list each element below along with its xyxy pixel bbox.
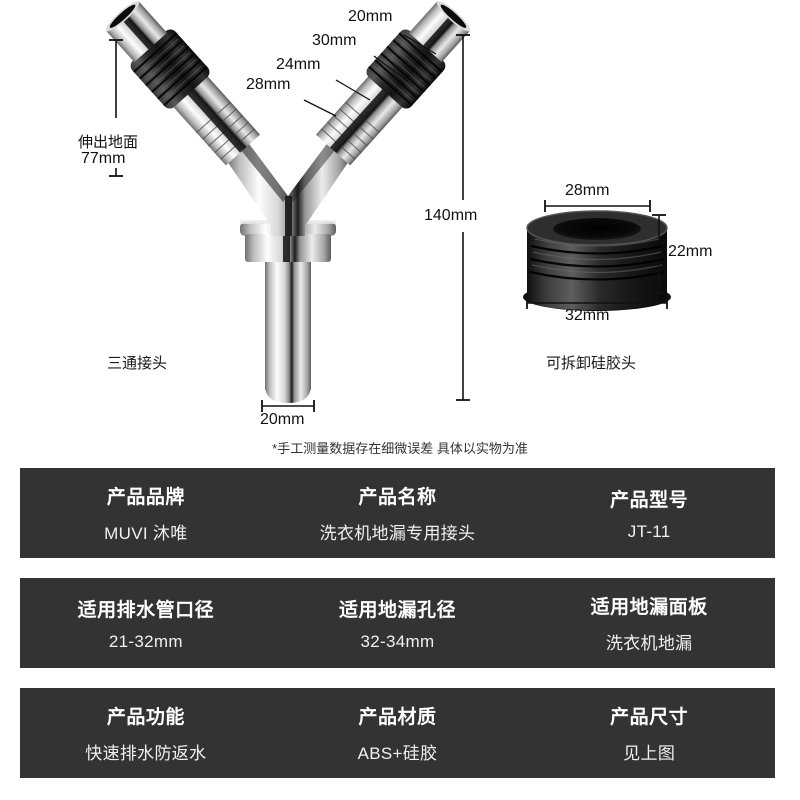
caption-three-way-connector: 三通接头 <box>107 355 168 372</box>
dim-77mm <box>109 39 123 177</box>
spec-value-floor-drain-hole-diameter: 32-34mm <box>360 631 435 651</box>
spec-head-material: 产品材质 <box>358 707 437 728</box>
spec-cell-brand: 产品品牌 MUVI 沐唯 <box>20 482 272 544</box>
spec-head-drain-pipe-diameter: 适用排水管口径 <box>77 599 215 621</box>
dim-28mm-top <box>544 200 651 212</box>
spec-head-size: 产品尺寸 <box>610 707 689 728</box>
dim-label-silicone-32mm: 32mm <box>565 307 610 324</box>
dim-leaders <box>303 34 437 117</box>
spec-cell-drain-pipe-diameter: 适用排水管口径 21-32mm <box>20 595 272 652</box>
measurement-disclaimer-note: *手工测量数据存在细微误差 具体以实物为准 <box>272 441 528 456</box>
dim-label-silicone-22mm: 22mm <box>668 243 713 260</box>
table-row: 产品功能 快速排水防返水 产品材质 ABS+硅胶 产品尺寸 见上图 <box>20 688 775 778</box>
spec-value-size: 见上图 <box>623 744 676 763</box>
spec-cell-name: 产品名称 洗衣机地漏专用接头 <box>272 482 524 544</box>
product-spec-table: 产品品牌 MUVI 沐唯 产品名称 洗衣机地漏专用接头 产品型号 JT-11 适… <box>20 468 775 798</box>
spec-value-brand: MUVI 沐唯 <box>104 524 188 543</box>
dim-label-above-ground-cn: 伸出地面 <box>78 134 139 151</box>
spec-head-floor-drain-panel: 适用地漏面板 <box>590 597 708 618</box>
spec-value-model: JT-11 <box>627 521 671 541</box>
dim-20mm-bottom <box>261 400 315 412</box>
dim-label-20mm-tip: 20mm <box>348 8 393 25</box>
table-row: 适用排水管口径 21-32mm 适用地漏孔径 32-34mm 适用地漏面板 洗衣… <box>20 578 775 668</box>
dim-label-24mm: 24mm <box>276 56 321 73</box>
connector-bottom-stem <box>265 240 311 403</box>
dim-label-140mm: 140mm <box>424 207 478 224</box>
spec-value-floor-drain-panel: 洗衣机地漏 <box>605 634 693 653</box>
spec-cell-material: 产品材质 ABS+硅胶 <box>272 702 524 764</box>
dim-label-30mm: 30mm <box>312 32 357 49</box>
spec-head-name: 产品名称 <box>358 487 437 508</box>
product-dimension-diagram: 20mm 30mm 24mm 28mm 伸出地面 77mm 140mm 20mm… <box>78 1 713 456</box>
spec-value-function: 快速排水防返水 <box>85 744 207 763</box>
spec-cell-function: 产品功能 快速排水防返水 <box>20 702 272 764</box>
spec-head-brand: 产品品牌 <box>106 487 185 508</box>
spec-cell-model: 产品型号 JT-11 <box>523 485 775 542</box>
dimension-lines <box>109 34 668 412</box>
caption-removable-silicone-head: 可拆卸硅胶头 <box>546 355 637 372</box>
spec-cell-floor-drain-panel: 适用地漏面板 洗衣机地漏 <box>523 592 775 654</box>
spec-head-floor-drain-hole-diameter: 适用地漏孔径 <box>339 599 457 621</box>
dim-22mm-height <box>652 214 666 294</box>
connector-right-arm <box>315 1 471 166</box>
spec-cell-floor-drain-hole-diameter: 适用地漏孔径 32-34mm <box>272 595 524 652</box>
spec-value-drain-pipe-diameter: 21-32mm <box>108 631 183 651</box>
spec-value-material: ABS+硅胶 <box>357 744 438 763</box>
dim-32mm-bottom <box>526 297 668 309</box>
dim-label-28mm: 28mm <box>246 76 291 93</box>
dim-140mm <box>456 34 470 401</box>
spec-cell-size: 产品尺寸 见上图 <box>523 702 775 764</box>
dim-label-silicone-28mm: 28mm <box>565 182 610 199</box>
silicone-head-illustration <box>523 210 671 311</box>
spec-head-model: 产品型号 <box>610 489 689 511</box>
dim-label-77mm: 77mm <box>81 150 126 167</box>
connector-left-arm <box>105 1 261 166</box>
connector-y-body <box>227 141 349 236</box>
spec-head-function: 产品功能 <box>106 707 185 728</box>
spec-value-name: 洗衣机地漏专用接头 <box>319 524 476 543</box>
table-row: 产品品牌 MUVI 沐唯 产品名称 洗衣机地漏专用接头 产品型号 JT-11 <box>20 468 775 558</box>
diagram-svg <box>105 1 671 412</box>
dim-label-20mm-bottom: 20mm <box>260 411 305 428</box>
three-way-connector-illustration <box>105 1 471 403</box>
